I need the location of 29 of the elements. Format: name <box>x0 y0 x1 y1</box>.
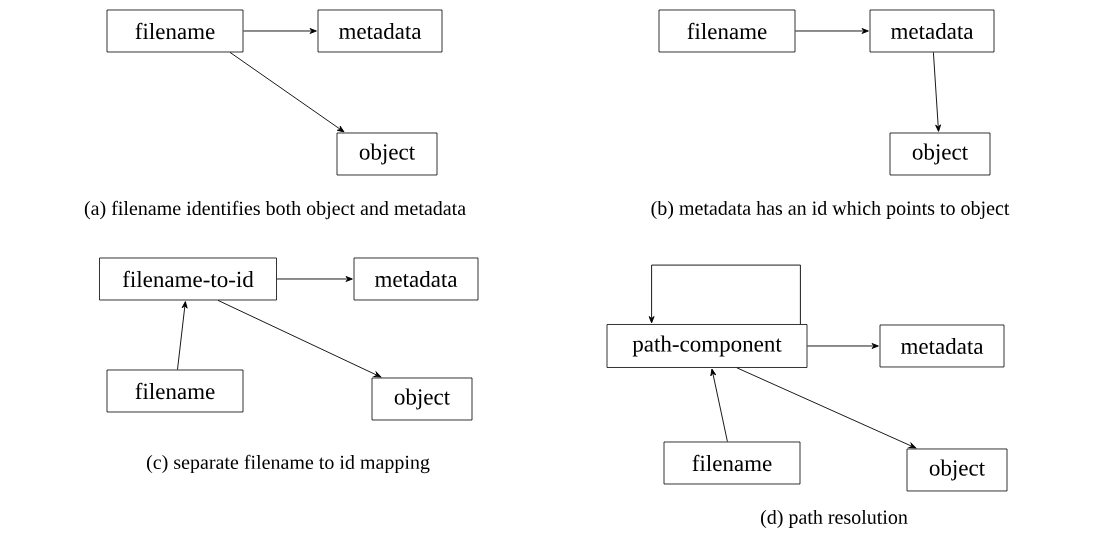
arrow <box>736 367 917 449</box>
arrow <box>217 299 382 378</box>
process-box: object <box>336 132 438 176</box>
arrow <box>932 51 942 132</box>
process-box: filename <box>106 369 244 413</box>
subfigure-caption: (a) filename identifies both object and metadata <box>84 200 466 220</box>
process-box: metadata <box>317 9 443 53</box>
process-box: filename <box>106 9 244 53</box>
process-box: object <box>889 132 991 176</box>
process-box: metadata <box>879 324 1005 368</box>
arrow <box>806 343 879 349</box>
arrow <box>177 301 188 371</box>
arrow <box>710 368 728 443</box>
process-box: filename <box>658 9 796 53</box>
arrow <box>276 276 353 282</box>
process-box: metadata <box>869 9 995 53</box>
arrow <box>242 28 317 34</box>
process-box: filename-to-id <box>99 257 277 301</box>
arrow <box>229 51 345 133</box>
subfigure-caption: (c) separate filename to id mapping <box>147 454 430 474</box>
arrow <box>648 264 801 325</box>
process-box: object <box>906 448 1008 492</box>
process-box: filename <box>663 441 801 485</box>
arrow <box>794 28 869 34</box>
subfigure-caption: (b) metadata has an id which points to object <box>651 200 1010 220</box>
process-box: path-component <box>606 324 808 368</box>
subfigure-caption: (d) path resolution <box>761 509 908 529</box>
process-box: object <box>371 377 473 421</box>
process-box: metadata <box>353 257 479 301</box>
